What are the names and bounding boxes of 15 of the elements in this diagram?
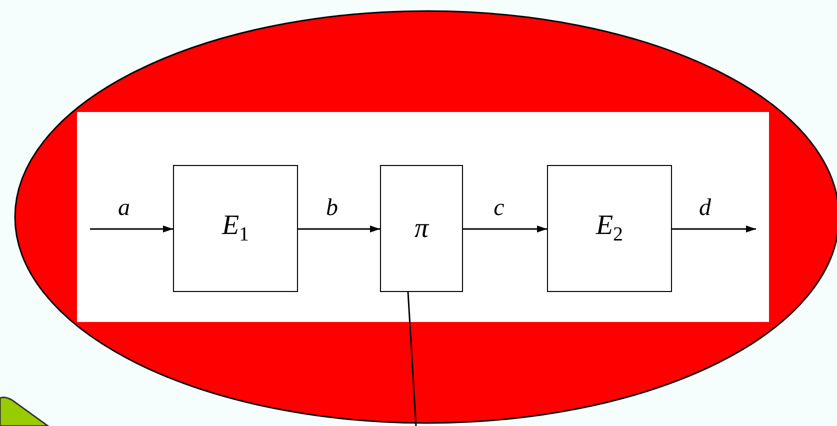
block-label: π: [414, 212, 429, 244]
block-label: E$_{1}$: [222, 210, 250, 247]
arrow: [90, 226, 173, 232]
connector-line: [407, 292, 417, 426]
process-box: [380, 165, 463, 292]
process-box: [547, 165, 672, 292]
edge-label: a: [118, 196, 130, 220]
edge-label: d: [699, 196, 711, 220]
arrow: [463, 226, 547, 232]
block-label: E$_{2}$: [596, 210, 624, 247]
arrow: [298, 226, 380, 232]
edge-label: b: [326, 196, 338, 220]
edge-label: c: [494, 196, 504, 220]
process-box: [173, 165, 298, 292]
arrow: [672, 226, 756, 232]
